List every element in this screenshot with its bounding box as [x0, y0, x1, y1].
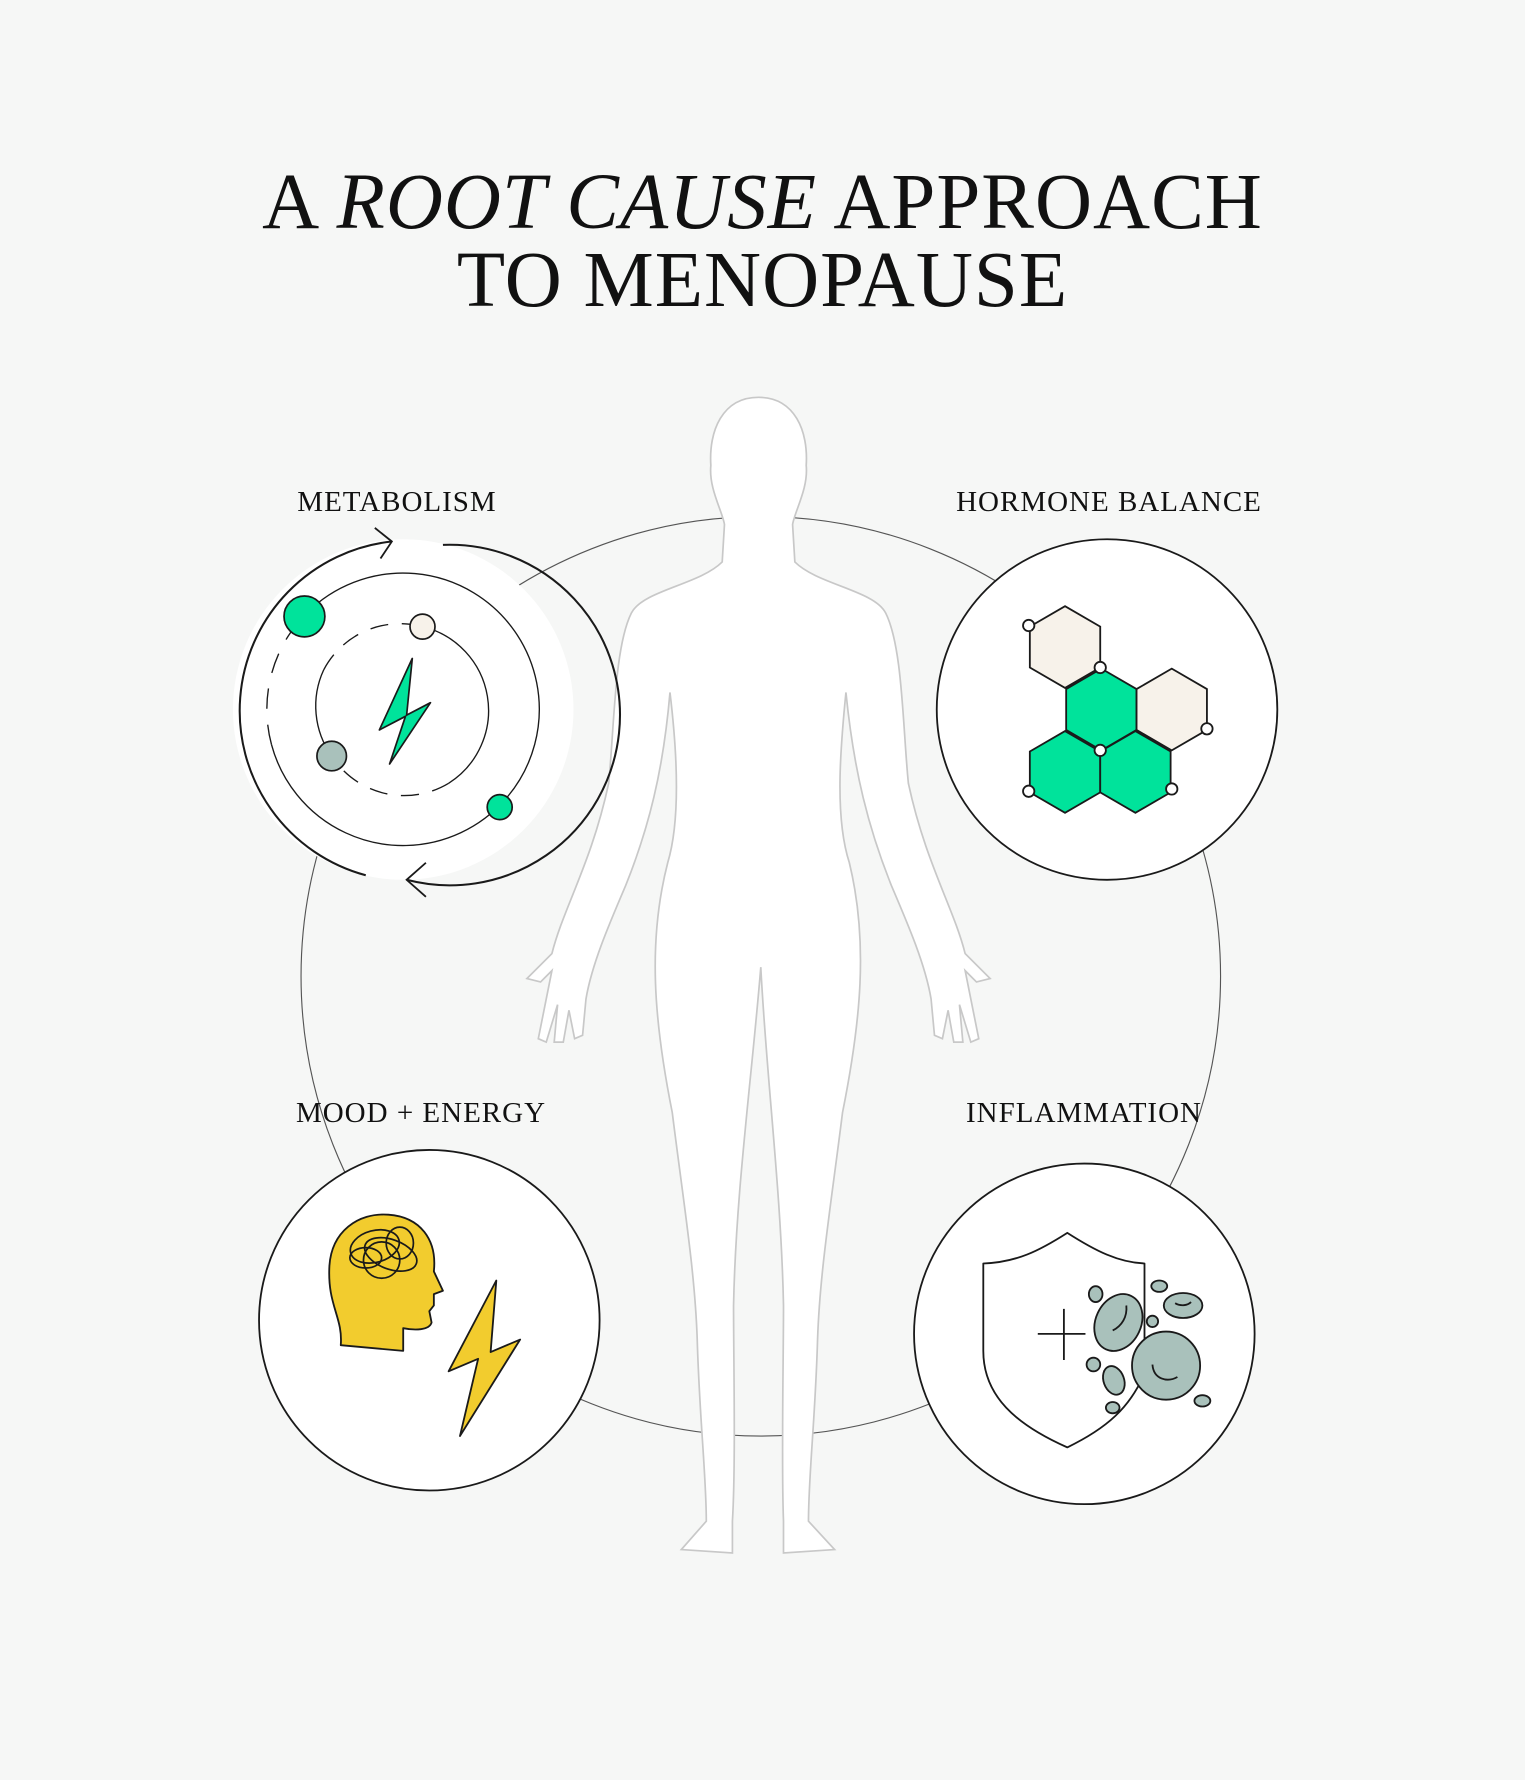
page-title-line-2: TO MENOPAUSE — [456, 237, 1069, 324]
title-word: A — [262, 159, 316, 246]
plus-icon — [1037, 1308, 1086, 1360]
brain-knot-icon — [349, 1226, 418, 1280]
body-silhouette — [525, 396, 992, 1554]
label-hormone-balance: HORMONE BALANCE — [956, 486, 1262, 518]
head-lightning-icon — [258, 1149, 601, 1492]
hexagon-molecule-icon — [935, 538, 1279, 881]
title-italic-phrase: ROOT CAUSE — [336, 159, 817, 246]
hexagon — [1135, 667, 1208, 752]
label-metabolism: METABOLISM — [297, 486, 497, 518]
cells — [1085, 1279, 1212, 1415]
metabolism-cycle-icon — [232, 527, 621, 898]
label-inflammation: INFLAMMATION — [966, 1097, 1202, 1129]
lightning-bolt — [447, 1279, 522, 1437]
shield-cells-icon — [913, 1162, 1256, 1506]
page-title-line-1: A ROOT CAUSE APPROACH — [0, 163, 1525, 242]
label-mood-energy: MOOD + ENERGY — [295, 1097, 547, 1129]
title-word: APPROACH — [833, 159, 1263, 246]
